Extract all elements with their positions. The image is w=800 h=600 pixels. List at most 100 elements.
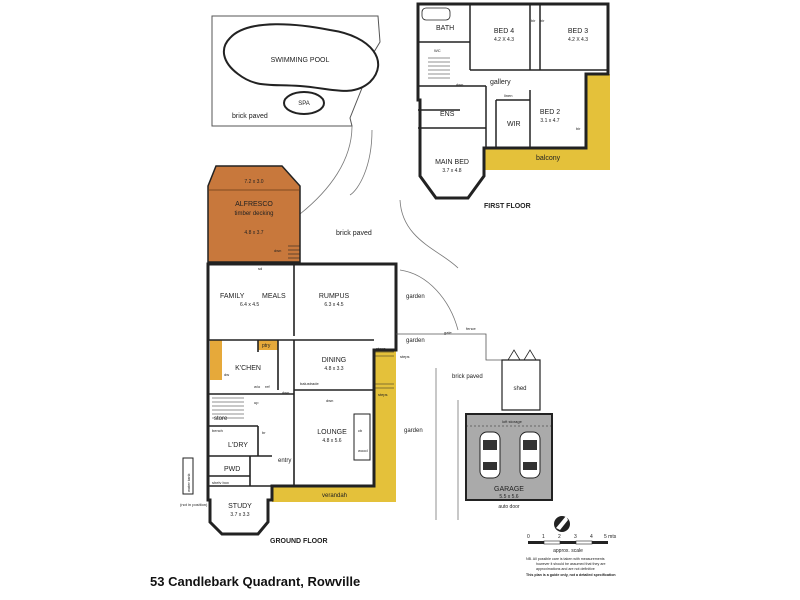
garden-label-3: garden [404,428,423,434]
scale-tick-2: 2 [558,534,561,540]
first-floor-interior-walls [418,4,608,148]
family-dim: 6.4 x 4.5 [240,302,259,308]
bed2-dim: 3.1 x 4.7 [540,118,559,124]
garden-strip-right [374,350,396,486]
auto-door-label: auto door [498,504,519,510]
bed3-label: BED 3 [568,28,588,35]
disclaimer-line-4: This plan is a guide only, not a detaile… [526,573,616,577]
bed4-dim: 4.2 X 4.3 [494,37,514,43]
bir-label-1: bir [531,18,536,23]
scale-tick-1: 1 [542,534,545,540]
garage-label: GARAGE [494,486,524,493]
garden-label-1: garden [406,294,425,300]
scale-bar [528,540,608,545]
disclaimer-line-3: approximations and are not definitive [536,567,595,571]
path-curve-1 [299,125,353,215]
powder-label: PWD [224,466,240,473]
lounge-label: LOUNGE [317,429,347,436]
shed-label: shed [513,386,526,392]
up-label: up [254,400,259,405]
brick-paved-label-1: brick paved [232,113,268,120]
path-curve-4 [399,269,459,331]
gate-label: gate [444,330,453,335]
brick-paved-label-3: brick paved [452,374,483,380]
first-floor-label: FIRST FLOOR [484,203,531,210]
shed-doors [507,349,537,361]
fireplace [353,413,371,461]
alfresco-top-dim: 7.2 x 3.0 [244,179,263,185]
shelv-label: shelv box [212,480,229,485]
wall-oven-label: w/o [254,384,261,389]
dwn-label-1: dwn [282,390,289,395]
car-left-icon [479,431,501,479]
water-tank [182,457,194,495]
scale-tick-4: 4 [590,534,593,540]
shed [501,359,541,411]
study-label: STUDY [228,503,252,510]
scale-tick-3: 3 [574,534,577,540]
first-floor-outer-wall [416,2,610,200]
cupboard-label: cb [358,428,363,433]
alfresco-sublabel: timber decking [234,211,273,217]
path-curve-2 [349,129,373,196]
ground-floor-outer-wall [206,262,398,536]
north-arrow-icon [554,516,570,532]
swimming-pool [222,23,380,92]
side-steps [374,351,394,389]
steps-label-2: steps [400,354,410,359]
gallery-label: gallery [490,79,511,86]
first-floor-dwn: dwn [456,82,463,87]
disclaimer-line-2: however it should be assumed that they a… [536,562,606,566]
study-dim: 3.7 x 3.3 [230,512,249,518]
rumpus-label: RUMPUS [319,293,350,300]
brick-paved-label-2: brick paved [336,230,372,237]
wood-label: wood [358,448,368,453]
kitchen-pantry [258,340,278,350]
broom-label: br [262,430,266,435]
steps-label-3: steps [378,392,388,397]
dining-label: DINING [322,357,347,364]
bir-label-2: bir [540,18,545,23]
first-floor-stairs [428,57,450,79]
dining-dim: 4.8 x 3.3 [324,366,343,372]
bed3-dim: 4.2 X 4.3 [568,37,588,43]
verandah-label: verandah [322,493,347,499]
kitchen-bench [210,340,222,380]
family-label: FAMILY [220,293,245,300]
water-tank-label: water tank [186,474,191,492]
spa-label: SPA [298,101,310,107]
bir-label-3: bir [576,126,581,131]
car-right-icon [519,431,541,479]
bed2-label: BED 2 [540,109,560,116]
loft-label: loft storage [502,419,523,424]
wc-label: WC [434,48,441,53]
bench-label: bench [212,428,223,433]
garden-label-2: garden [406,338,425,344]
ensuite-label: ENS [440,111,455,118]
balustrade-label: balustrade [300,381,319,386]
linen-label: linen [504,93,512,98]
scale-tick-0: 0 [527,534,530,540]
kitchen-label: K'CHEN [235,365,261,372]
garage-dim: 5.5 x 5.6 [499,494,518,500]
main-bed-label: MAIN BED [435,159,469,166]
alfresco-dwn: dwn [274,248,281,253]
entry-label: entry [278,458,291,464]
steps-label-1: steps [376,346,386,351]
fridge-label: ref [265,384,271,389]
lounge-dim: 4.8 x 5.6 [322,438,341,444]
spa [283,91,325,115]
pool-label: SWIMMING POOL [271,57,330,64]
alfresco-label: ALFRESCO [235,201,273,208]
balcony [484,74,610,170]
path-curve-3 [399,199,459,269]
bed4-label: BED 4 [494,28,514,35]
meals-label: MEALS [262,293,286,300]
property-title: 53 Candlebark Quadrant, Rowville [150,574,361,589]
main-bed-dim: 3.7 x 4.8 [442,168,461,174]
alfresco-dim: 4.8 x 3.7 [244,230,263,236]
alfresco-steps [288,245,300,259]
rumpus-dim: 6.3 x 4.5 [324,302,343,308]
ground-floor-interior-walls [208,264,374,487]
